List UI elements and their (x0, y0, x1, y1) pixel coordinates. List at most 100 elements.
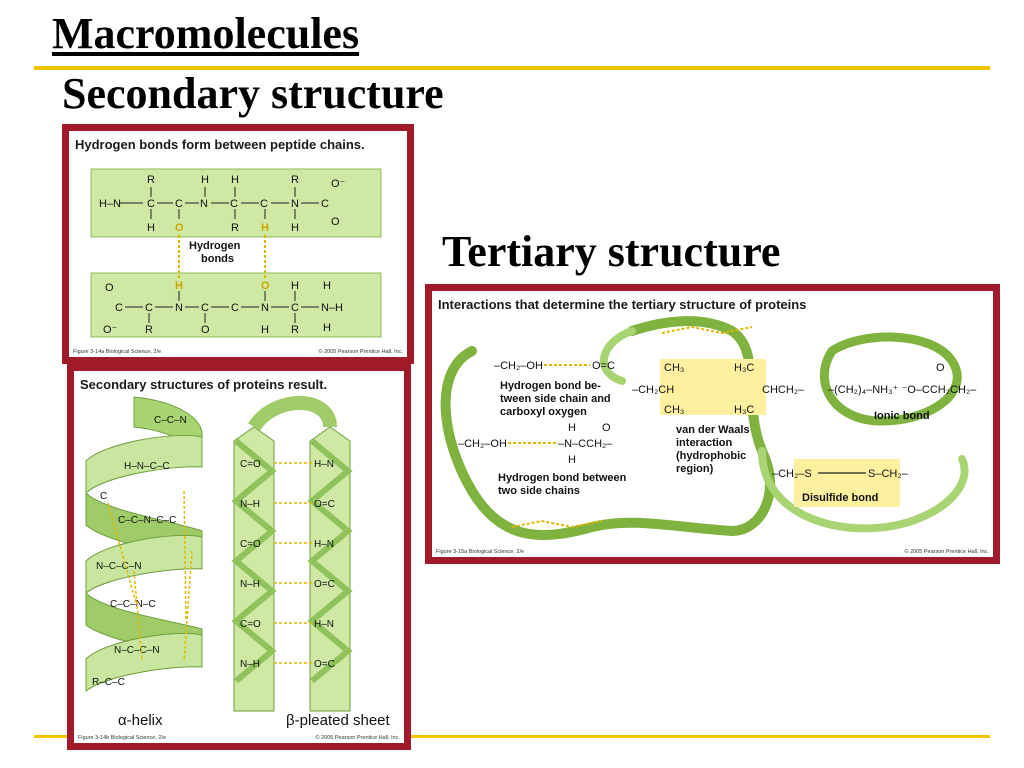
lower-chain-amide-hydrogen: H (175, 280, 183, 292)
svg-text:H–N: H–N (314, 619, 334, 630)
figure-copyright: © 2005 Pearson Prentice Hall, Inc. (316, 734, 401, 741)
svg-text:O=C: O=C (314, 579, 335, 590)
svg-text:R: R (231, 222, 239, 234)
svg-text:–N–CCH₂–: –N–CCH₂– (558, 438, 613, 450)
svg-text:C: C (100, 491, 107, 502)
lower-peptide-chain-band (90, 272, 382, 338)
svg-text:N: N (175, 302, 183, 314)
svg-text:H–N: H–N (314, 539, 334, 550)
hbond-two-chains-label-line2: two side chains (498, 485, 580, 497)
svg-text:H: H (261, 324, 269, 336)
tertiary-structure-figure: Interactions that determine the tertiary… (425, 284, 1000, 564)
svg-text:CH₃: CH₃ (664, 362, 684, 374)
svg-text:C: C (201, 302, 209, 314)
upper-chain-amide-hydrogen: H (261, 222, 269, 234)
svg-text:C: C (291, 302, 299, 314)
svg-text:H: H (323, 280, 331, 292)
figure-caption: Figure 3-15a Biological Science, 2/e (436, 549, 524, 555)
top-rule (34, 66, 990, 70)
svg-text:C=O: C=O (240, 459, 261, 470)
svg-text:H: H (201, 174, 209, 186)
svg-text:O⁻: O⁻ (103, 324, 118, 336)
hbond-side-chain-label-line2: tween side chain and (500, 393, 611, 405)
svg-text:N: N (200, 198, 208, 210)
hydrogen-bonds-label-line1: Hydrogen (189, 240, 241, 252)
hbond-two-chains-label-line1: Hydrogen bond between (498, 472, 627, 484)
svg-text:R: R (291, 174, 299, 186)
svg-text:C–C–N–C: C–C–N–C (110, 599, 156, 610)
svg-text:O: O (331, 216, 340, 228)
lower-chain-bonds (125, 291, 319, 323)
svg-text:C: C (115, 302, 123, 314)
svg-text:–CH₂–OH: –CH₂–OH (458, 438, 507, 450)
van-der-waals-label-line4: region) (676, 463, 714, 475)
svg-text:N–H: N–H (240, 659, 260, 670)
top-helix-hydrogen-bonds (661, 325, 753, 335)
svg-text:C: C (321, 198, 329, 210)
svg-text:N–H: N–H (321, 302, 343, 314)
beta-sheet-atoms: C=ON–HC=O N–HC=ON–H H–NO=CH–N O=CH–NO=C (240, 459, 335, 670)
svg-text:R: R (147, 174, 155, 186)
svg-text:H: H (568, 422, 576, 434)
svg-text:H: H (568, 454, 576, 466)
svg-text:O: O (105, 282, 114, 294)
alpha-helix-label: α-helix (118, 712, 163, 729)
svg-text:O⁻: O⁻ (331, 178, 346, 190)
svg-text:C: C (260, 198, 268, 210)
bottom-rule (34, 735, 990, 738)
svg-text:C: C (147, 198, 155, 210)
svg-text:H: H (291, 280, 299, 292)
svg-text:C: C (230, 198, 238, 210)
svg-text:N–C–C–N: N–C–C–N (96, 561, 142, 572)
svg-text:N–H: N–H (240, 499, 260, 510)
figure-title: Secondary structures of proteins result. (80, 377, 327, 392)
svg-text:H–N–C–C: H–N–C–C (124, 461, 170, 472)
svg-text:N: N (261, 302, 269, 314)
van-der-waals-label-line2: interaction (676, 437, 733, 449)
svg-text:H–N: H–N (314, 459, 334, 470)
svg-text:–CH₂CH: –CH₂CH (632, 384, 674, 396)
svg-text:C–C–N–C–C: C–C–N–C–C (118, 515, 176, 526)
svg-text:S–CH₂–: S–CH₂– (868, 468, 909, 480)
alpha-helix-hydrogen-bonds (107, 490, 193, 662)
figure-title: Hydrogen bonds form between peptide chai… (75, 137, 365, 152)
beta-sheet-strands (231, 396, 353, 712)
svg-text:O: O (201, 324, 210, 336)
svg-text:H: H (231, 174, 239, 186)
svg-text:C: C (231, 302, 239, 314)
svg-text:O: O (936, 362, 945, 374)
svg-text:H₃C: H₃C (734, 404, 754, 416)
svg-text:R: R (145, 324, 153, 336)
alpha-helix-atoms: C–C–NH–N–C–CC C–C–N–C–CN–C–C–NC–C–N–C N–… (92, 415, 187, 688)
disulfide-region-highlight (794, 459, 900, 507)
svg-text:N–C–C–N: N–C–C–N (114, 645, 160, 656)
svg-text:H–N: H–N (99, 198, 121, 210)
hydrogen-bonds-label-line2: bonds (201, 253, 234, 265)
slide-title: Macromolecules (52, 9, 360, 58)
svg-text:H: H (323, 322, 331, 334)
svg-text:–CH₂–S: –CH₂–S (772, 468, 812, 480)
svg-text:–(CH₂)₄–NH₃⁺ ⁻O–CCH₂CH₂–: –(CH₂)₄–NH₃⁺ ⁻O–CCH₂CH₂– (828, 384, 977, 396)
figure-caption: Figure 3-14a Biological Science, 2/e (73, 349, 161, 355)
ionic-bond-label: Ionic bond (874, 410, 930, 422)
upper-chain-bonds (119, 187, 319, 219)
svg-text:O=C: O=C (314, 499, 335, 510)
van-der-waals-label-line1: van der Waals (676, 424, 750, 436)
disulfide-bond-label: Disulfide bond (802, 492, 878, 504)
lower-chain-carbonyl-oxygen: O (261, 280, 270, 292)
ionic-bond-group: –(CH₂)₄–NH₃⁺ ⁻O–CCH₂CH₂– O (828, 362, 977, 396)
svg-text:H: H (147, 222, 155, 234)
figure-copyright: © 2005 Pearson Prentice Hall, Inc. (905, 548, 990, 555)
svg-text:R–C–C: R–C–C (92, 677, 125, 688)
svg-text:–CH₂–OH: –CH₂–OH (494, 360, 543, 372)
figure-title: Interactions that determine the tertiary… (438, 297, 806, 312)
bottom-helix-hydrogen-bonds (511, 519, 603, 529)
svg-text:C=O: C=O (240, 619, 261, 630)
secondary-structures-diagram: Secondary structures of proteins result.… (78, 377, 401, 741)
two-side-chains-hbond-group: –CH₂–OHH–N–CCH₂– HO (458, 422, 613, 466)
svg-text:H₃C: H₃C (734, 362, 754, 374)
